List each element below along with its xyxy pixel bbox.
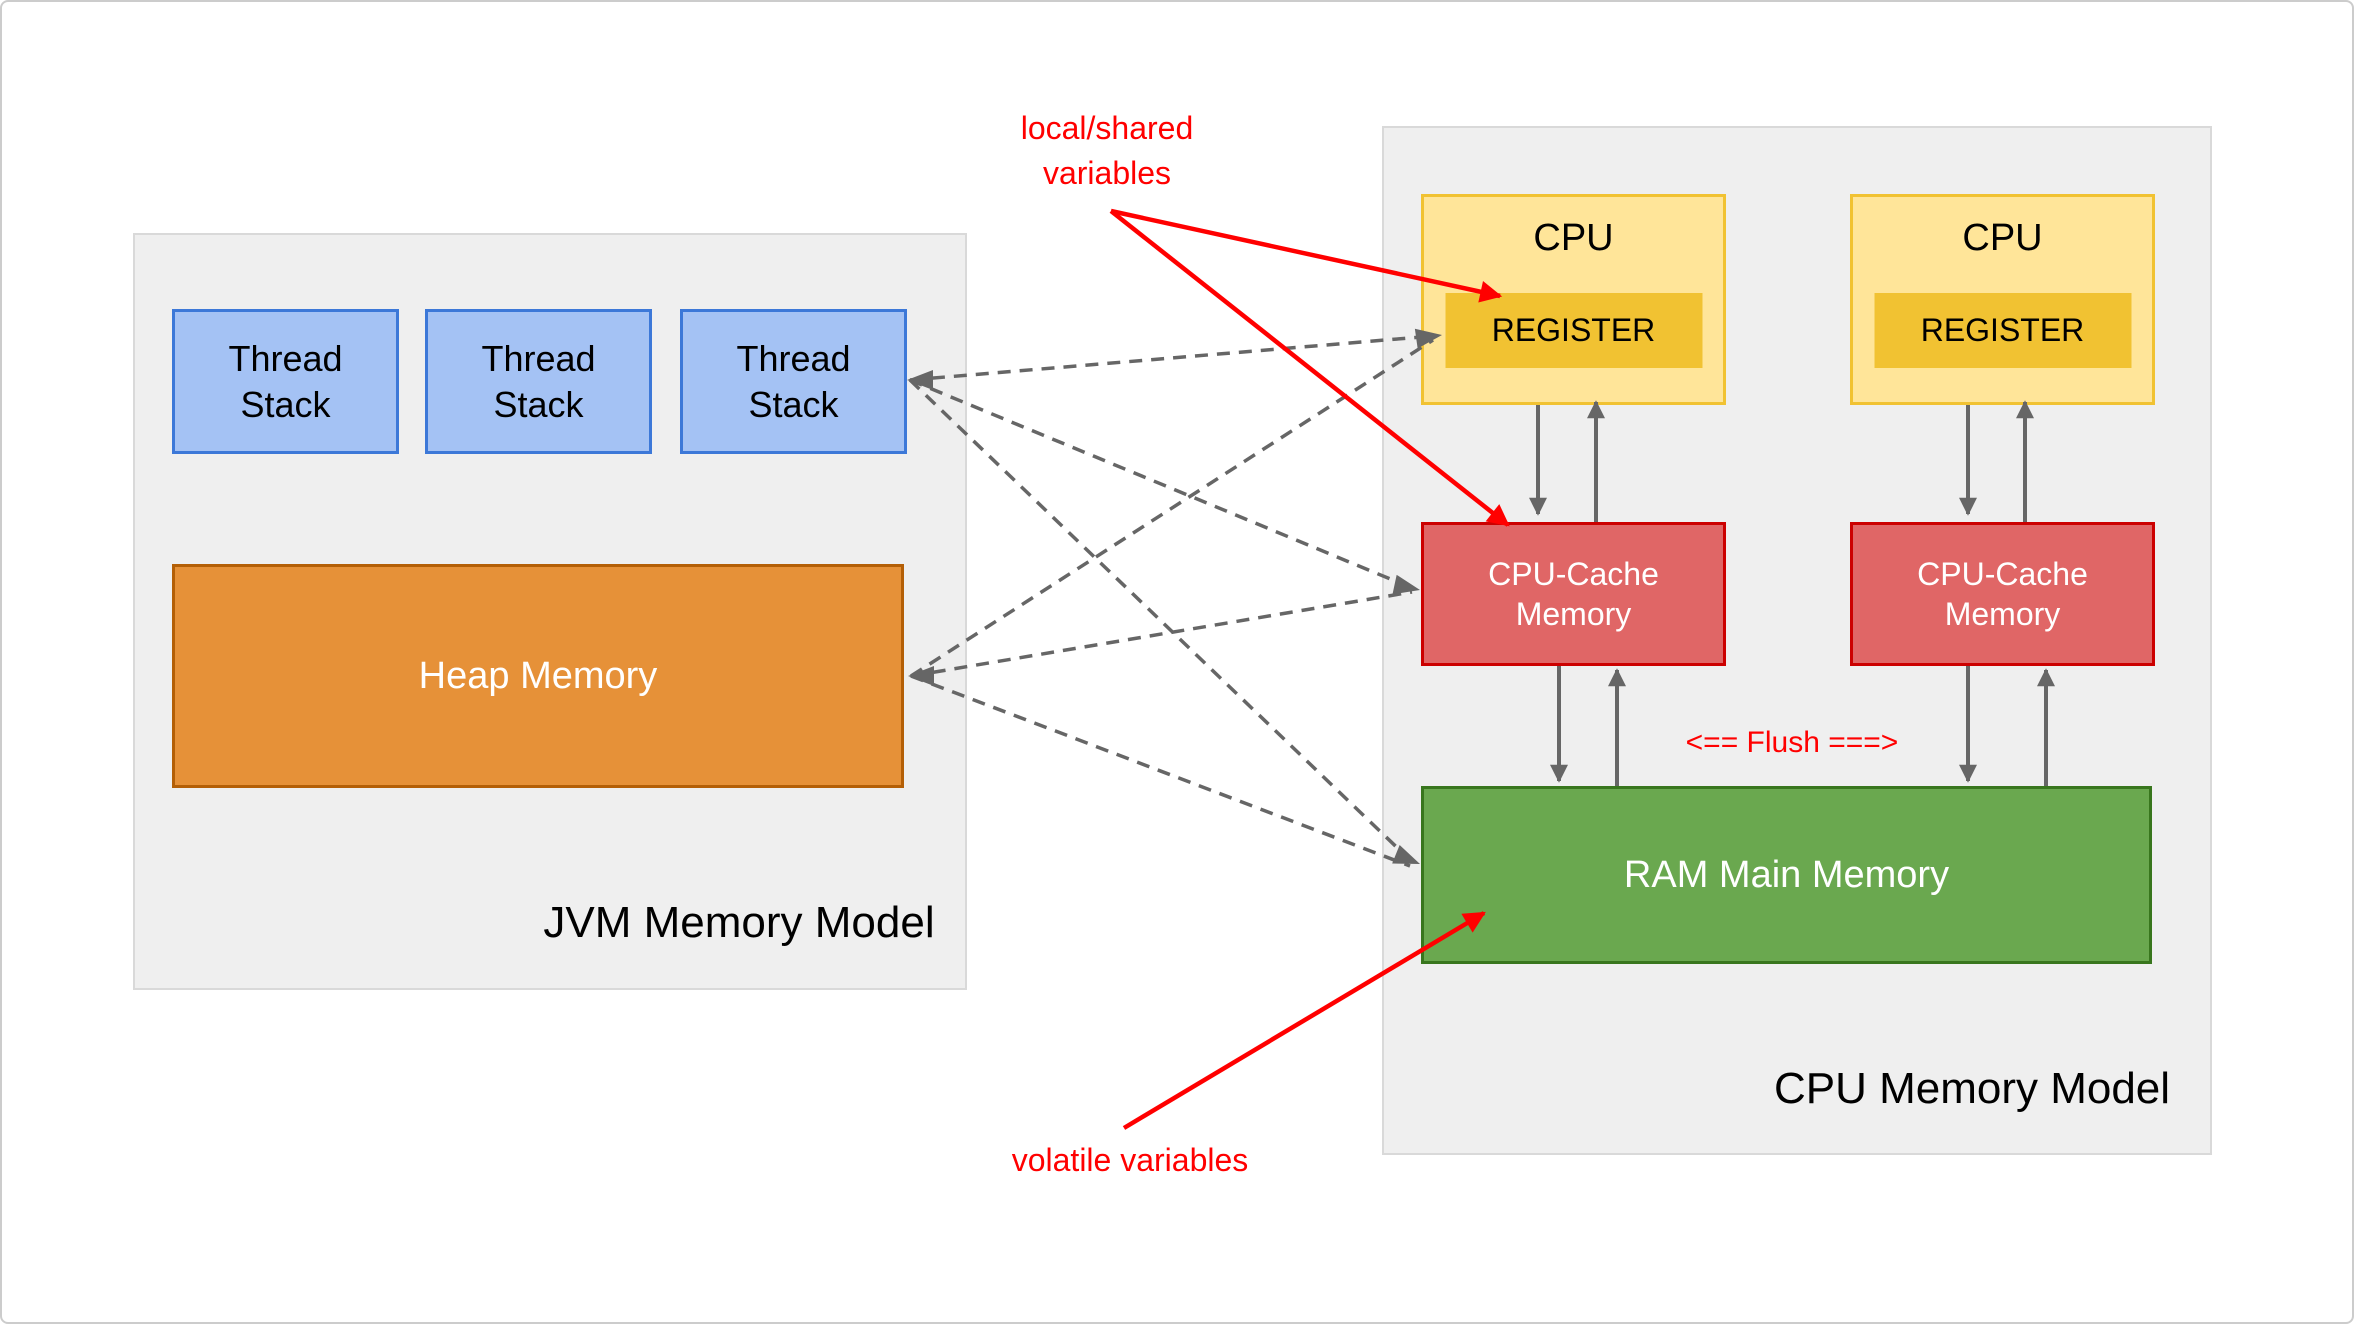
cpu-cache-box-1: CPU-Cache Memory	[1421, 522, 1726, 666]
cpu-model-title: CPU Memory Model	[1773, 1064, 2171, 1113]
cpu-box-2: CPU REGISTER	[1850, 194, 2155, 405]
heap-memory-label: Heap Memory	[418, 654, 658, 697]
thread-stack-label-3: Thread Stack	[736, 337, 851, 425]
dashed-connector-heap-ram	[910, 674, 1411, 868]
thread-stack-box-1: Thread Stack	[172, 309, 399, 454]
thread-stack-label-1: Thread Stack	[228, 337, 343, 425]
ram-main-memory-box: RAM Main Memory	[1421, 786, 2152, 964]
cpu-cache-box-2: CPU-Cache Memory	[1850, 522, 2155, 666]
dashed-connector-heap-cache	[910, 590, 1413, 678]
flush-label: <== Flush ===>	[1685, 726, 1899, 759]
jvm-model-title: JVM Memory Model	[543, 898, 935, 947]
local-shared-variables-label: local/shared variables	[1020, 110, 1194, 191]
thread-stack-box-2: Thread Stack	[425, 309, 652, 454]
cpu-cache-label-2: CPU-Cache Memory	[1917, 556, 2088, 632]
cpu-label-1: CPU	[1533, 217, 1614, 259]
register-label-1: REGISTER	[1491, 312, 1656, 348]
heap-memory-box: Heap Memory	[172, 564, 904, 788]
dashed-connector-thread-register	[909, 334, 1434, 382]
thread-stack-label-2: Thread Stack	[481, 337, 596, 425]
cpu-box-1: CPU REGISTER	[1421, 194, 1726, 405]
volatile-variables-label: volatile variables	[1011, 1142, 1249, 1178]
dashed-connector-thread-cache	[909, 378, 1413, 590]
cpu-label-2: CPU	[1962, 217, 2043, 259]
dashed-connector-heap-register	[910, 338, 1434, 678]
thread-stack-box-3: Thread Stack	[680, 309, 907, 454]
register-label-2: REGISTER	[1920, 312, 2085, 348]
dashed-connectors	[907, 328, 1442, 868]
register-box-1: REGISTER	[1445, 293, 1702, 368]
ram-main-memory-label: RAM Main Memory	[1623, 853, 1950, 896]
register-box-2: REGISTER	[1874, 293, 2131, 368]
dashed-connector-thread-ram	[908, 378, 1412, 862]
cpu-cache-label-1: CPU-Cache Memory	[1488, 556, 1659, 632]
